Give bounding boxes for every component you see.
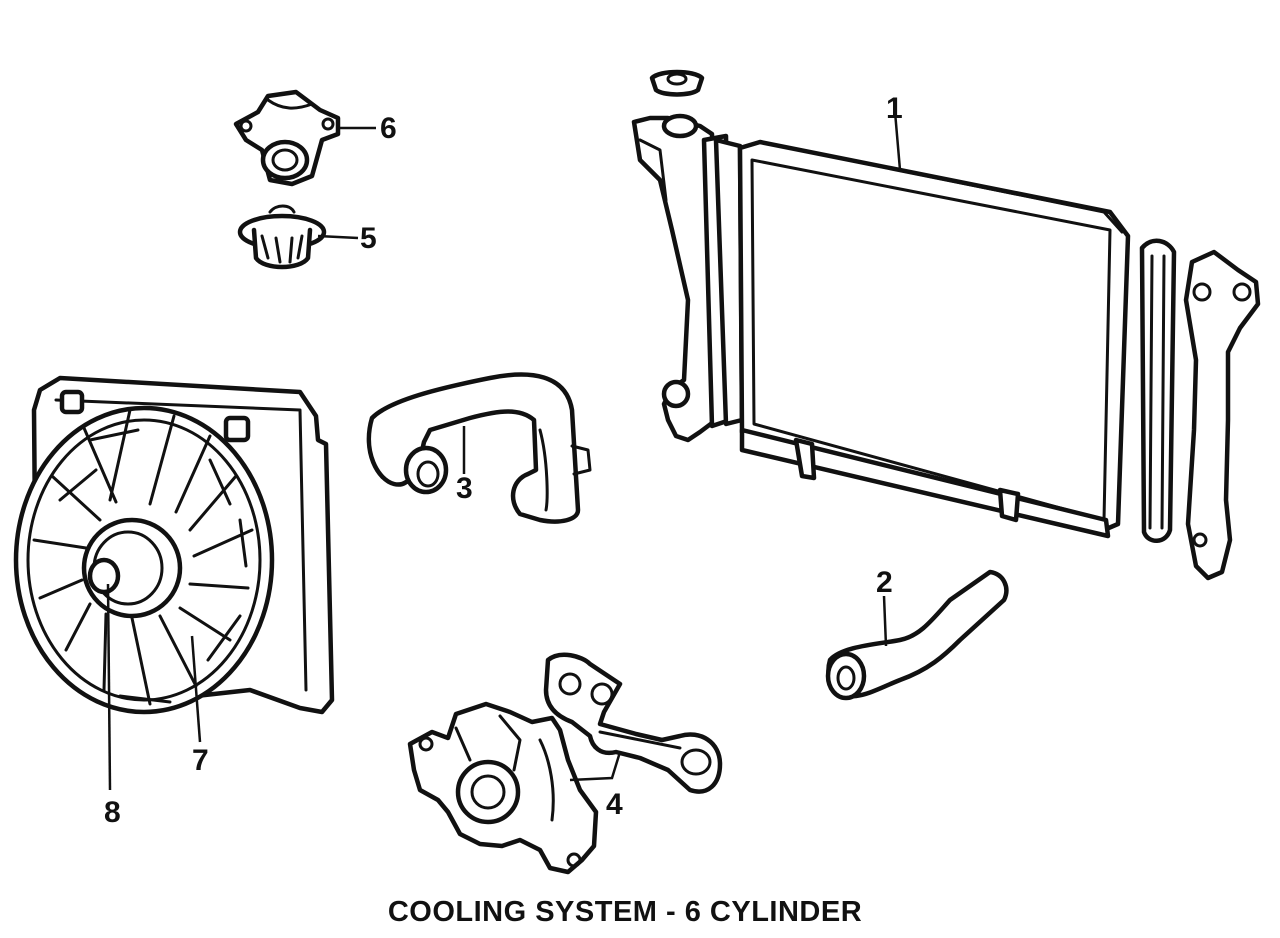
callout-3: 3: [456, 472, 473, 505]
leader-line-1: [892, 99, 902, 171]
leader-line-7: [190, 635, 202, 743]
radiator: [631, 69, 1261, 581]
callout-2: 2: [876, 566, 893, 599]
leader-line-4: [569, 751, 622, 782]
leader-lines: [106, 99, 902, 791]
water-pump-gasket: [543, 652, 723, 794]
fan-motor: [81, 517, 183, 619]
leader-line-2: [882, 595, 888, 647]
callout-5: 5: [360, 222, 377, 255]
callout-1: 1: [886, 92, 903, 125]
water-pump: [407, 701, 599, 875]
callout-7: 7: [192, 744, 209, 777]
callout-labels: 1 2 3 4 5 6 7 8: [104, 92, 903, 829]
thermostat-housing: [233, 89, 341, 187]
callout-6: 6: [380, 112, 397, 145]
leader-line-5: [317, 234, 359, 240]
lower-hose: [825, 569, 1009, 701]
leader-line-8: [106, 583, 112, 791]
diagram-caption: COOLING SYSTEM - 6 CYLINDER: [387, 896, 863, 928]
upper-hose: [366, 372, 592, 524]
callout-8: 8: [104, 796, 121, 829]
callout-4: 4: [606, 788, 623, 821]
thermostat: [237, 204, 327, 270]
